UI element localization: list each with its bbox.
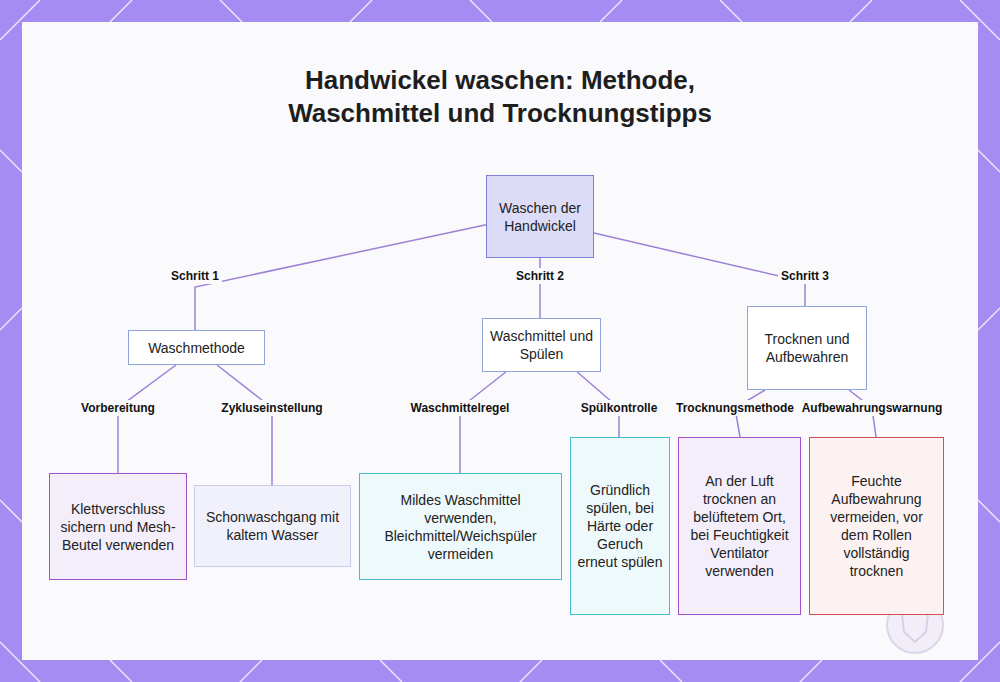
process-box: Klettverschluss sichern und Mesh-Beutel … [49, 473, 187, 580]
process-box: Waschmittel und Spülen [482, 318, 601, 372]
connector-line [539, 258, 541, 318]
edge-label: Trocknungsmethode [673, 400, 797, 416]
connector-line [195, 225, 486, 330]
process-box: Trocknen und Aufbewahren [747, 306, 867, 390]
process-box: Waschen der Handwickel [486, 175, 594, 258]
box-text: Waschmittel und Spülen [489, 327, 594, 363]
connector-line [594, 233, 805, 306]
box-text: Feuchte Aufbewahrung vermeiden, vor dem … [816, 472, 937, 580]
process-box: Mildes Waschmittel verwenden, Bleichmitt… [359, 473, 562, 580]
edge-label: Schritt 1 [168, 268, 222, 284]
box-text: Klettverschluss sichern und Mesh-Beutel … [58, 500, 178, 554]
process-box: Waschmethode [128, 330, 265, 365]
connector-line [118, 365, 176, 473]
edge-label: Waschmittelregel [408, 400, 513, 416]
process-box: Feuchte Aufbewahrung vermeiden, vor dem … [809, 437, 944, 615]
box-text: Schonwaschgang mit kaltem Wasser [203, 508, 342, 544]
edge-label: Schritt 3 [778, 268, 832, 284]
edge-label: Zykluseinstellung [218, 400, 325, 416]
diagram-title: Handwickel waschen: Methode, Waschmittel… [240, 64, 760, 130]
connector-line [217, 365, 272, 485]
box-text: An der Luft trocknen an belüftetem Ort, … [685, 472, 794, 580]
edge-label: Vorbereitung [78, 400, 158, 416]
edge-label: Spülkontrolle [578, 400, 661, 416]
box-text: Mildes Waschmittel verwenden, Bleichmitt… [368, 491, 553, 563]
box-text: Gründlich spülen, bei Härte oder Geruch … [577, 481, 663, 571]
box-text: Waschen der Handwickel [495, 199, 585, 235]
box-text: Waschmethode [148, 339, 245, 357]
box-text: Trocknen und Aufbewahren [754, 330, 860, 366]
process-box: Schonwaschgang mit kaltem Wasser [194, 485, 351, 567]
edge-label: Schritt 2 [513, 268, 567, 284]
edge-label: Aufbewahrungswarnung [799, 400, 946, 416]
process-box: An der Luft trocknen an belüftetem Ort, … [678, 437, 801, 615]
process-box: Gründlich spülen, bei Härte oder Geruch … [570, 437, 670, 615]
connector-line [460, 372, 506, 473]
